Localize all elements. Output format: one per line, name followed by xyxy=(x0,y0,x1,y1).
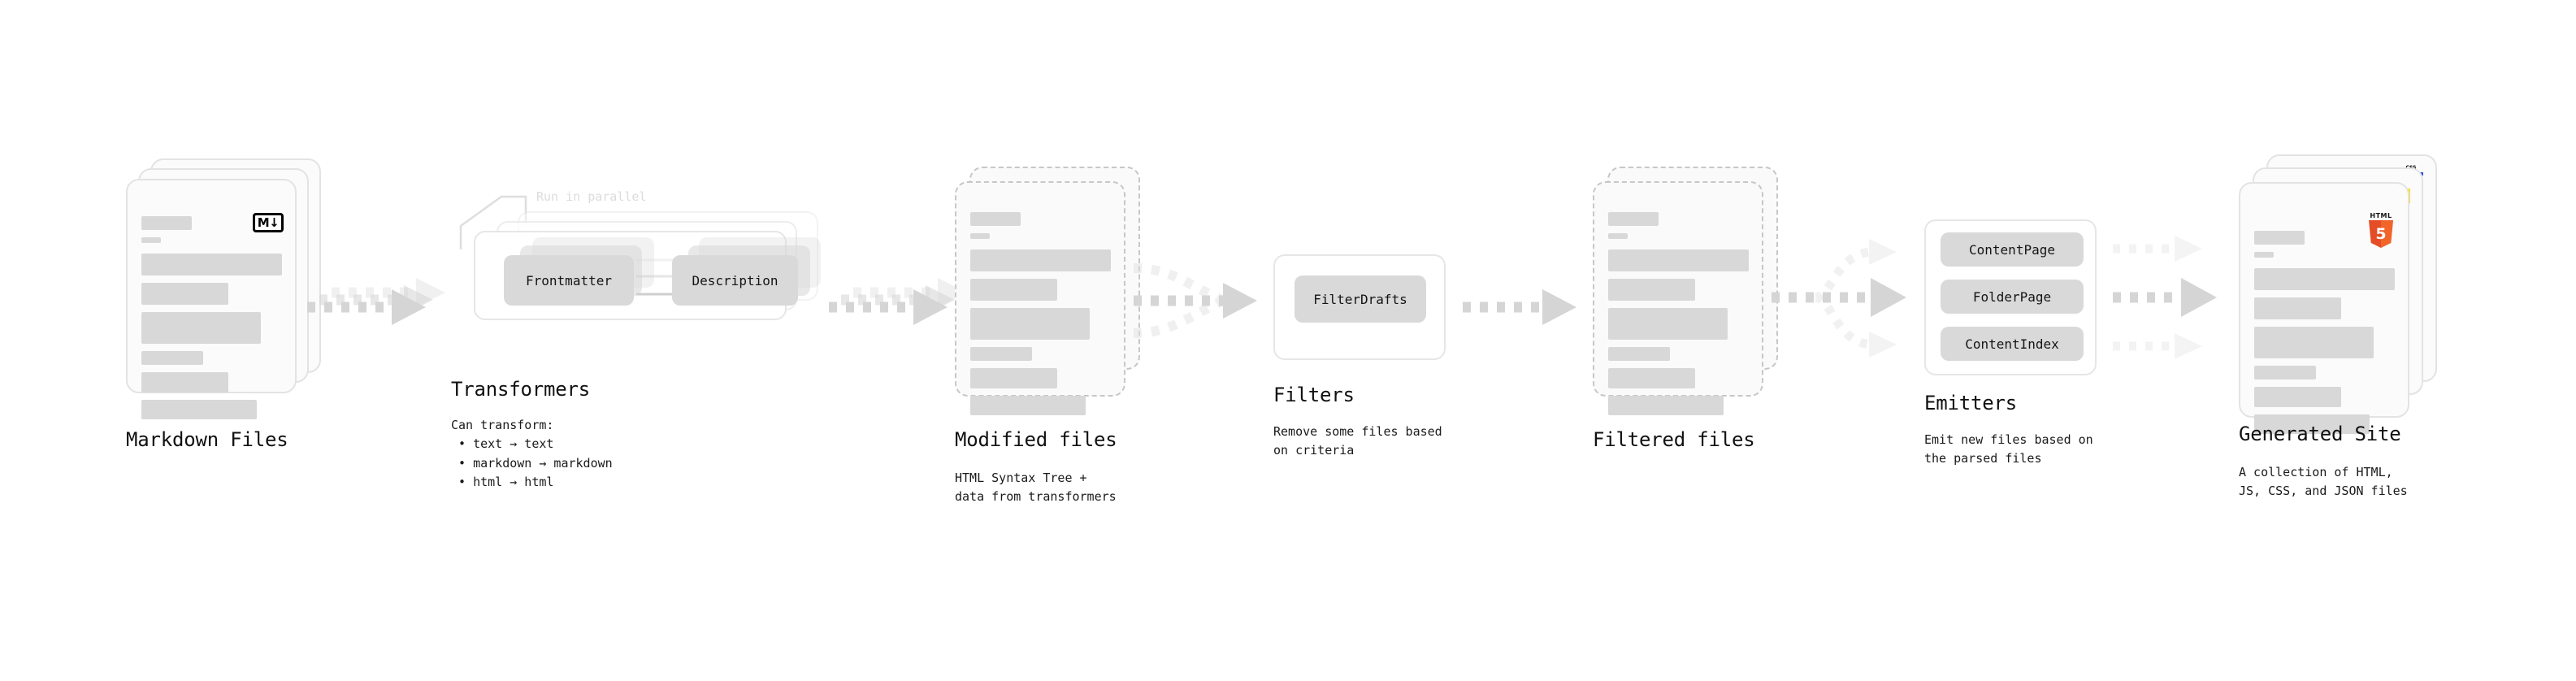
filtered-file-stack xyxy=(1593,167,1780,415)
skeleton-bar xyxy=(2254,387,2342,407)
stage-emitters: ContentPage FolderPage ContentIndex xyxy=(1924,219,2097,375)
transformer-pill-frontmatter[interactable]: Frontmatter xyxy=(504,255,634,306)
skeleton-bar xyxy=(970,347,1033,361)
html5-icon-number: 5 xyxy=(2375,224,2387,243)
stage-title-filters: Filters xyxy=(1273,384,1355,406)
skeleton-bar xyxy=(141,351,204,365)
run-in-parallel-label: Run in parallel xyxy=(536,189,647,204)
skeleton-bar xyxy=(2254,414,2370,434)
document-skeleton xyxy=(970,212,1111,415)
connector-transformers-to-modified xyxy=(829,265,975,341)
html5-icon: HTML 5 xyxy=(2366,213,2396,249)
filtered-file-card-front xyxy=(1593,181,1763,415)
skeleton-bar xyxy=(970,212,1021,226)
stage-title-transformers: Transformers xyxy=(451,378,590,401)
connector-emitters-to-site xyxy=(2113,219,2267,385)
skeleton-bar xyxy=(1608,249,1749,271)
filter-pill-filterdrafts[interactable]: FilterDrafts xyxy=(1295,275,1426,323)
skeleton-bar xyxy=(970,233,990,239)
html5-icon-label: HTML xyxy=(2370,212,2392,219)
skeleton-bar xyxy=(2254,231,2305,245)
stage-title-modified-files: Modified files xyxy=(955,428,1117,451)
document-skeleton xyxy=(141,216,282,419)
markdown-file-card-front: M↓ xyxy=(126,179,297,419)
stage-title-filtered-files: Filtered files xyxy=(1593,428,1755,451)
skeleton-bar xyxy=(2254,327,2374,358)
skeleton-bar xyxy=(2254,297,2342,319)
skeleton-bar xyxy=(970,279,1058,301)
stage-markdown-files: M↓ M↓ M↓ xyxy=(126,158,325,419)
html5-shield-shape: 5 xyxy=(2369,220,2393,248)
markdown-icon: M↓ xyxy=(253,213,284,232)
connector-filtered-to-emitters xyxy=(1772,219,1934,385)
modified-file-stack xyxy=(955,167,1142,415)
skeleton-bar xyxy=(141,400,257,419)
modified-file-card-front xyxy=(955,181,1125,415)
document-skeleton xyxy=(1608,212,1749,415)
stage-filters: FilterDrafts xyxy=(1273,254,1446,360)
skeleton-bar xyxy=(1608,396,1724,415)
emitter-pill-contentindex[interactable]: ContentIndex xyxy=(1941,327,2084,361)
stage-subtitle-modified-files: HTML Syntax Tree + data from transformer… xyxy=(955,471,1117,505)
skeleton-bar xyxy=(970,396,1086,415)
generated-file-card-front: HTML 5 xyxy=(2239,182,2409,434)
skeleton-bar xyxy=(1608,347,1671,361)
transformer-pill-description[interactable]: Description xyxy=(672,255,798,306)
generated-site-file-stack: CSS HTML 5 xyxy=(2239,154,2442,434)
skeleton-bar xyxy=(1608,279,1696,301)
skeleton-bar xyxy=(141,312,262,344)
emitter-pill-folderpage[interactable]: FolderPage xyxy=(1941,280,2084,314)
markdown-file-stack: M↓ M↓ M↓ xyxy=(126,158,325,419)
skeleton-bar xyxy=(141,237,161,243)
skeleton-bar xyxy=(141,283,229,305)
stage-modified-files xyxy=(955,167,1142,415)
connector-modified-to-filters xyxy=(1133,244,1280,361)
connector-filters-to-filtered xyxy=(1463,267,1593,343)
skeleton-bar xyxy=(2254,366,2317,380)
stage-subtitle-transformers: Can transform: • text → text • markdown … xyxy=(451,418,613,489)
stage-generated-site: CSS HTML 5 xyxy=(2239,154,2442,434)
run-in-parallel-bracket-icon xyxy=(459,195,527,249)
skeleton-bar xyxy=(1608,308,1728,340)
emitter-pill-contentpage[interactable]: ContentPage xyxy=(1941,232,2084,267)
skeleton-bar xyxy=(2254,252,2274,258)
emitters-group-box: ContentPage FolderPage ContentIndex xyxy=(1924,219,2097,375)
connector-markdown-to-transformers xyxy=(307,265,453,341)
skeleton-bar xyxy=(970,368,1058,388)
stage-subtitle-generated-site: A collection of HTML, JS, CSS, and JSON … xyxy=(2239,465,2408,499)
skeleton-bar xyxy=(1608,368,1696,388)
skeleton-bar xyxy=(970,249,1111,271)
document-skeleton xyxy=(2254,231,2395,434)
stage-title-generated-site: Generated Site xyxy=(2239,423,2401,445)
filters-group-box: FilterDrafts xyxy=(1273,254,1446,360)
skeleton-bar xyxy=(2254,268,2395,290)
skeleton-bar xyxy=(141,254,282,275)
stage-title-emitters: Emitters xyxy=(1924,392,2017,414)
stage-filtered-files xyxy=(1593,167,1780,415)
skeleton-bar xyxy=(141,216,192,230)
stage-subtitle-emitters: Emit new files based on the parsed files xyxy=(1924,432,2093,466)
skeleton-bar xyxy=(1608,233,1628,239)
stage-transformers: Run in parallel Frontmatter Description xyxy=(451,189,833,351)
skeleton-bar xyxy=(970,308,1091,340)
stage-subtitle-filters: Remove some files based on criteria xyxy=(1273,424,1442,458)
skeleton-bar xyxy=(1608,212,1659,226)
stage-title-markdown-files: Markdown Files xyxy=(126,428,288,451)
skeleton-bar xyxy=(141,372,229,393)
